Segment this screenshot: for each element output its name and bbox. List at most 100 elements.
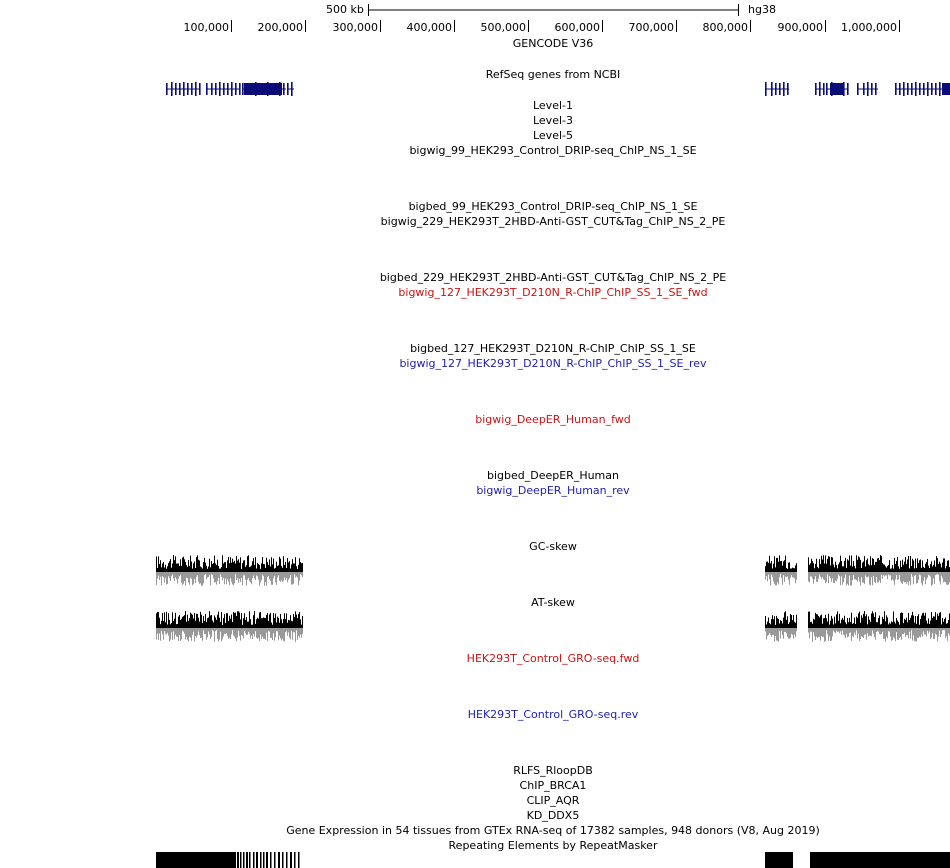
gc-skew-signal[interactable] [0, 550, 950, 596]
ruler-tick-label: 500,000 [480, 21, 527, 34]
repeat-element [246, 852, 248, 868]
ruler-tick-label: 700,000 [628, 21, 675, 34]
track-label[interactable]: RefSeq genes from NCBI [485, 68, 621, 81]
gene-exon [783, 82, 785, 96]
refseq-gene-features[interactable] [0, 80, 950, 98]
repeat-element [240, 852, 242, 868]
gene-exon [857, 83, 859, 95]
gene-exon [199, 83, 201, 95]
gene-exon [227, 83, 229, 95]
gene-exon [771, 82, 773, 96]
track-label[interactable]: bigbed_99_HEK293_Control_DRIP-seq_ChIP_N… [408, 200, 698, 213]
ruler-tick [750, 20, 751, 32]
gene-exon [239, 83, 241, 95]
repeat-element [270, 852, 272, 868]
repeat-element [278, 852, 280, 868]
gene-exon [191, 83, 193, 95]
ruler-tick-label: 800,000 [702, 21, 749, 34]
track-label[interactable]: Level-1 [532, 99, 573, 112]
repeat-element [260, 852, 262, 868]
gene-exon [219, 82, 221, 96]
track-label[interactable]: Level-3 [532, 114, 573, 127]
gene-exon-block [244, 83, 282, 95]
track-label[interactable]: bigbed_DeepER_Human [486, 469, 619, 482]
gene-exon [206, 83, 208, 95]
gene-exon-block [830, 83, 844, 95]
ruler-tick [454, 20, 455, 32]
gene-exon [242, 83, 244, 95]
track-label[interactable]: bigwig_127_HEK293T_D210N_R-ChIP_ChIP_SS_… [399, 357, 707, 370]
repeat-element [237, 852, 239, 868]
ruler-tick [231, 20, 232, 32]
repeat-element [298, 852, 300, 868]
track-label[interactable]: bigwig_127_HEK293T_D210N_R-ChIP_ChIP_SS_… [398, 286, 708, 299]
gene-exon [283, 83, 285, 95]
gene-exon [223, 83, 225, 95]
gene-exon [779, 83, 781, 95]
gene-exon [903, 82, 905, 96]
gene-exon [895, 83, 897, 95]
track-label[interactable]: bigbed_127_HEK293T_D210N_R-ChIP_ChIP_SS_… [410, 342, 696, 355]
track-label[interactable]: bigwig_DeepER_Human_rev [476, 484, 630, 497]
gene-exon [915, 82, 917, 96]
track-label[interactable]: bigbed_229_HEK293T_2HBD-Anti-GST_CUT&Tag… [379, 271, 727, 284]
track-label[interactable]: bigwig_DeepER_Human_fwd [475, 413, 631, 426]
gene-exon [826, 83, 828, 95]
repeat-element [294, 852, 296, 868]
track-label[interactable]: bigwig_229_HEK293T_2HBD-Anti-GST_CUT&Tag… [380, 215, 726, 228]
repeat-block [765, 852, 793, 868]
gene-exon [291, 82, 293, 96]
repeatmasker-features[interactable] [0, 852, 950, 868]
gene-exon [171, 82, 173, 96]
repeat-element [253, 852, 255, 868]
gene-exon [819, 82, 821, 96]
gene-exon [195, 82, 197, 96]
repeat-element [256, 852, 258, 868]
gene-exon [215, 83, 217, 95]
gene-exon [931, 83, 933, 95]
gene-exon [875, 83, 877, 95]
track-label[interactable]: HEK293T_Control_GRO-seq.fwd [466, 652, 640, 665]
gene-exon [863, 83, 865, 95]
gene-exon [187, 83, 189, 95]
ruler-tick-label: 900,000 [777, 21, 824, 34]
gene-exon [871, 83, 873, 95]
repeat-block [156, 852, 236, 868]
repeat-element [266, 852, 268, 868]
track-label[interactable]: Gene Expression in 54 tissues from GTEx … [286, 824, 820, 837]
scale-bar [368, 4, 739, 16]
at-skew-signal[interactable] [0, 606, 950, 652]
gene-exon [899, 83, 901, 95]
ruler-tick [676, 20, 677, 32]
repeat-block [810, 852, 950, 868]
ruler-tick [602, 20, 603, 32]
ruler-tick-label: 200,000 [257, 21, 304, 34]
gene-exon [765, 82, 767, 96]
gene-exon [847, 83, 849, 95]
track-label[interactable]: RLFS_RloopDB [513, 764, 593, 777]
repeat-element [243, 852, 245, 868]
track-label[interactable]: GC-skew [529, 540, 577, 553]
ruler-tick-label: 100,000 [183, 21, 230, 34]
assembly-label: hg38 [748, 3, 776, 16]
ruler-tick-label: 600,000 [554, 21, 601, 34]
gene-exon [927, 82, 929, 96]
ruler-tick-label: 300,000 [332, 21, 379, 34]
track-label[interactable]: Repeating Elements by RepeatMasker [448, 839, 658, 852]
track-label[interactable]: ChIP_BRCA1 [519, 779, 587, 792]
track-label[interactable]: HEK293T_Control_GRO-seq.rev [467, 708, 639, 721]
gene-exon [787, 83, 789, 95]
track-label[interactable]: Level-5 [532, 129, 573, 142]
track-label[interactable]: CLIP_AQR [526, 794, 580, 807]
gene-exon [775, 83, 777, 95]
ruler-tick [305, 20, 306, 32]
track-label[interactable]: bigwig_99_HEK293_Control_DRIP-seq_ChIP_N… [409, 144, 697, 157]
gene-exon [183, 82, 185, 96]
ruler-tick [825, 20, 826, 32]
track-label[interactable]: AT-skew [531, 596, 575, 609]
gene-exon [231, 82, 233, 96]
gene-exon [823, 83, 825, 95]
gene-exon [939, 82, 941, 96]
track-label[interactable]: GENCODE V36 [512, 37, 594, 50]
track-label[interactable]: KD_DDX5 [526, 809, 580, 822]
